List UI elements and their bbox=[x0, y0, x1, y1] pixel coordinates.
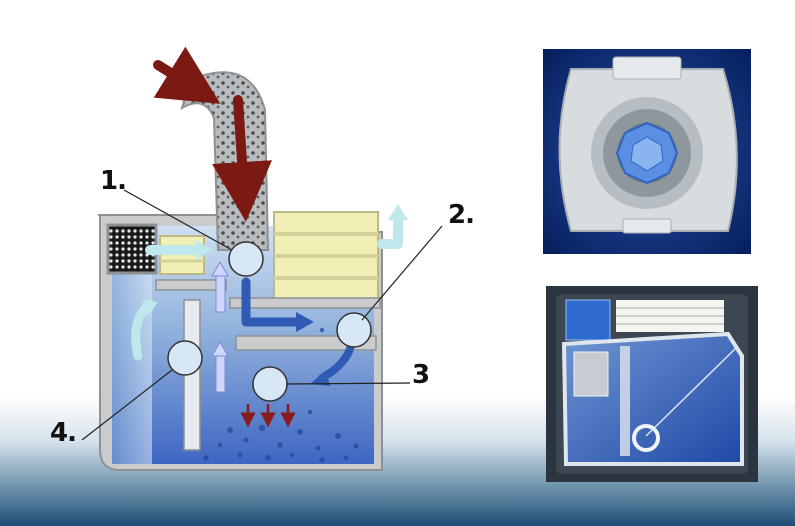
bubble-magnifiers bbox=[167, 241, 372, 402]
callout-label-2: 2. bbox=[448, 200, 475, 230]
callout-label-4: 4. bbox=[50, 418, 77, 448]
water-flow-heads bbox=[296, 312, 330, 386]
rise-arrows bbox=[211, 260, 229, 393]
drip-arrows bbox=[240, 404, 296, 428]
internal-walls bbox=[155, 279, 381, 451]
filter-cap-top-view-photo bbox=[543, 49, 751, 254]
inflow-arrows bbox=[153, 46, 272, 222]
callout-lines bbox=[81, 189, 443, 441]
air-flow-heads bbox=[142, 204, 408, 316]
callout-label-1: 1. bbox=[100, 166, 127, 196]
callout-label-3: 3 bbox=[412, 360, 430, 390]
filter-tank-interior-photo bbox=[546, 286, 758, 482]
